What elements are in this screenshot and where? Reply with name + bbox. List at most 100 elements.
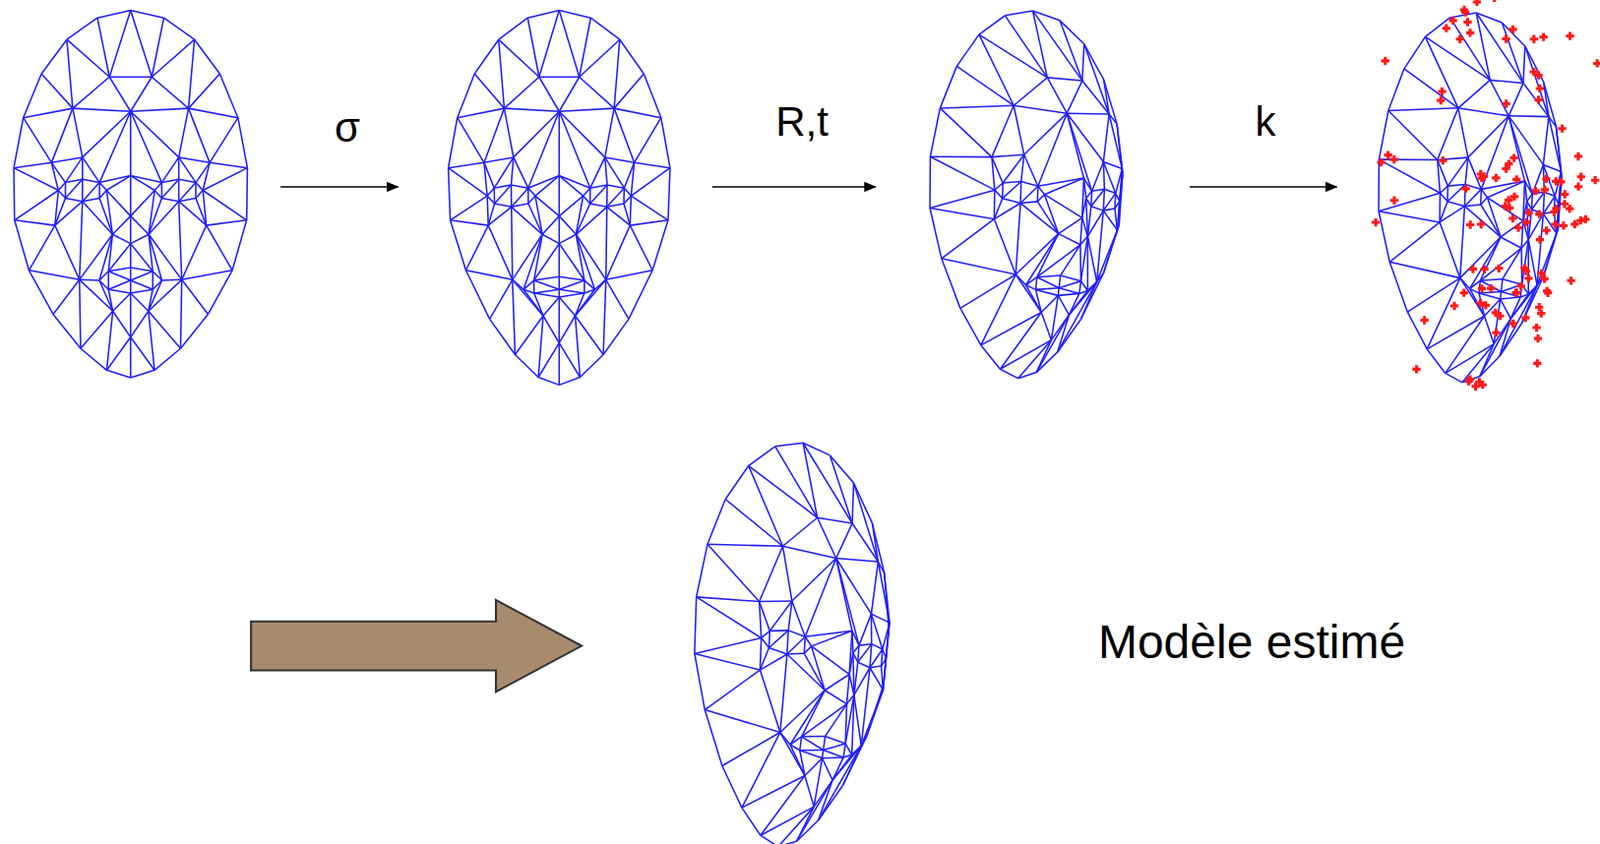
mesh-edge bbox=[939, 108, 992, 158]
result-arrow bbox=[250, 600, 582, 692]
mesh-edge bbox=[28, 225, 55, 271]
mesh-edge bbox=[513, 157, 529, 188]
mesh-edge bbox=[583, 280, 586, 294]
mesh-edge bbox=[178, 157, 181, 180]
mesh-edge bbox=[130, 310, 149, 338]
mesh-edge bbox=[1447, 184, 1466, 202]
mesh-edge bbox=[1036, 277, 1038, 291]
observed-point bbox=[1420, 315, 1429, 324]
mesh-edge bbox=[1013, 77, 1047, 106]
mesh-edge bbox=[607, 187, 625, 207]
mesh-edge bbox=[1092, 188, 1106, 191]
mesh-edge bbox=[590, 17, 619, 40]
mesh-edge bbox=[494, 203, 512, 207]
mesh-edge bbox=[533, 280, 536, 294]
mesh-edge bbox=[859, 614, 871, 646]
observed-point bbox=[1460, 5, 1469, 14]
mesh-edge bbox=[1483, 315, 1494, 344]
mesh-edge bbox=[82, 197, 100, 201]
mesh-edge bbox=[558, 111, 591, 188]
mesh-edge bbox=[852, 695, 855, 756]
mesh-edge bbox=[1438, 192, 1441, 223]
mesh-edge bbox=[1036, 340, 1051, 373]
mesh-edge bbox=[782, 546, 836, 558]
mesh-edge bbox=[1508, 83, 1524, 117]
mesh-edge bbox=[589, 187, 592, 204]
mesh-edge bbox=[1464, 204, 1480, 207]
mesh-edge bbox=[760, 806, 814, 836]
observed-point bbox=[1442, 24, 1451, 33]
mesh-edge bbox=[590, 184, 608, 188]
mesh-edge bbox=[1080, 281, 1088, 292]
mesh-edge bbox=[558, 176, 583, 197]
mesh-edge bbox=[130, 267, 153, 272]
mesh-edge bbox=[1527, 193, 1534, 201]
mesh-edge bbox=[558, 297, 575, 316]
observed-point bbox=[1577, 173, 1586, 182]
mesh-edge bbox=[800, 750, 823, 759]
mesh-edge bbox=[870, 614, 873, 645]
mesh-edge bbox=[450, 220, 490, 226]
mesh-edge bbox=[28, 270, 54, 315]
mesh-edge bbox=[817, 517, 837, 558]
observed-point bbox=[1494, 264, 1503, 273]
mesh-edge bbox=[941, 219, 995, 259]
mesh-edge bbox=[1500, 221, 1524, 238]
mesh-edge bbox=[999, 369, 1018, 378]
mesh-edge bbox=[1020, 203, 1059, 235]
mesh-edge bbox=[1036, 288, 1060, 291]
mesh-edge bbox=[804, 775, 814, 807]
observed-point bbox=[1525, 208, 1534, 217]
mesh-edge bbox=[630, 162, 634, 196]
mesh-edge bbox=[1097, 210, 1105, 282]
observed-point bbox=[1509, 319, 1518, 328]
observed-point bbox=[1490, 0, 1499, 2]
mesh-edge bbox=[130, 108, 189, 112]
mesh-edge bbox=[824, 675, 850, 691]
mesh-edge bbox=[579, 76, 615, 109]
mesh-edge bbox=[1480, 181, 1525, 189]
mesh-edge bbox=[579, 39, 620, 77]
mesh-edge bbox=[748, 446, 776, 467]
mesh-edge bbox=[14, 189, 60, 220]
mesh-edge bbox=[558, 195, 583, 217]
mesh-edge bbox=[929, 108, 940, 157]
mesh-edge bbox=[1426, 315, 1484, 350]
mesh-edge bbox=[474, 73, 504, 109]
mesh-edge bbox=[575, 206, 607, 235]
mesh-edge bbox=[1087, 236, 1097, 282]
mesh-edge bbox=[1044, 194, 1082, 219]
mesh-edge bbox=[1476, 12, 1502, 23]
mesh-edge bbox=[151, 39, 194, 77]
observed-point bbox=[1390, 155, 1399, 164]
observed-point bbox=[1574, 183, 1583, 191]
mesh-edge bbox=[202, 189, 207, 226]
mesh-edge bbox=[652, 220, 669, 271]
mesh-edge bbox=[188, 108, 211, 163]
mesh-edge bbox=[870, 561, 878, 615]
mesh-edge bbox=[209, 162, 247, 168]
mesh-edge bbox=[1468, 116, 1509, 158]
mesh-edge bbox=[82, 157, 100, 184]
mesh-edge bbox=[981, 345, 1001, 370]
mesh-edge bbox=[803, 636, 807, 654]
mesh-edge bbox=[66, 17, 98, 40]
mesh-edge bbox=[1080, 217, 1083, 245]
mesh-edge bbox=[539, 75, 580, 78]
mesh-edge bbox=[534, 280, 560, 290]
mesh-edge bbox=[991, 105, 1014, 157]
mesh-edge bbox=[79, 201, 83, 281]
mesh-edge bbox=[1479, 344, 1494, 377]
mesh-edge bbox=[1480, 204, 1501, 238]
mesh-edge bbox=[492, 187, 495, 204]
mesh-edge bbox=[761, 630, 771, 638]
mesh-edge bbox=[53, 279, 80, 314]
observed-point bbox=[1456, 35, 1465, 44]
mesh-edge bbox=[558, 276, 585, 281]
mesh-edge bbox=[869, 668, 883, 691]
mesh-edge bbox=[558, 289, 585, 294]
mesh-edge bbox=[534, 276, 560, 281]
mesh-edge bbox=[1489, 79, 1524, 83]
mesh-edge bbox=[182, 279, 209, 314]
mesh-edge bbox=[511, 206, 543, 235]
